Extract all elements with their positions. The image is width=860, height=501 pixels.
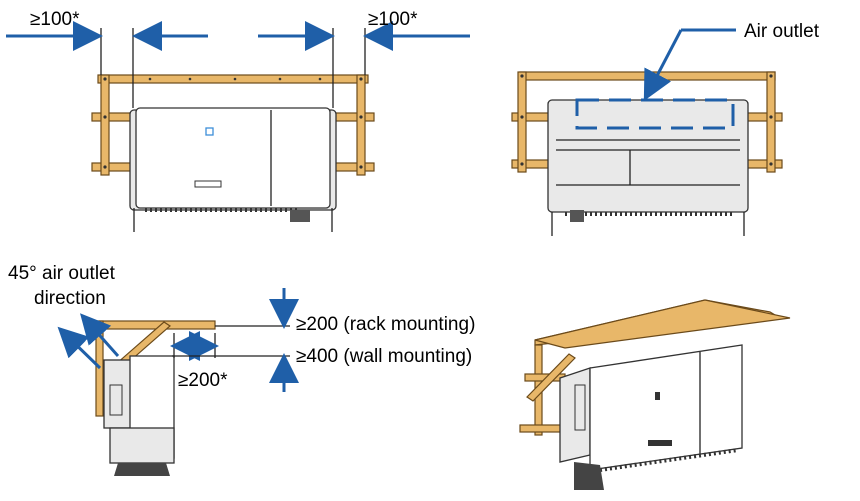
- front-inverter: [129, 107, 337, 232]
- isometric-view: [519, 299, 791, 490]
- brand-logo-plate: [194, 180, 222, 188]
- side-clearance-label: ≥200*: [178, 370, 228, 391]
- side-clearance-arrows: [57, 288, 299, 392]
- rack-mounting-label: ≥200 (rack mounting): [296, 314, 475, 335]
- wall-mounting-label: ≥400 (wall mounting): [296, 346, 472, 367]
- brand-logo-plate: [648, 440, 672, 446]
- air-outlet-label: Air outlet: [744, 21, 820, 42]
- right-clearance-label: ≥100*: [368, 9, 418, 30]
- outlet-direction-line2: direction: [34, 288, 106, 309]
- status-led-icon: [205, 127, 214, 136]
- back-inverter: [547, 99, 749, 236]
- side-view: 45° air outlet direction ≥200 (rack moun…: [8, 263, 475, 476]
- front-view: ≥100* ≥100*: [6, 9, 470, 232]
- back-view: Air outlet: [511, 21, 820, 236]
- status-led-icon: [655, 392, 660, 400]
- iso-inverter: [559, 344, 743, 490]
- outlet-direction-line1: 45° air outlet: [8, 263, 116, 284]
- side-inverter: [103, 355, 175, 476]
- left-clearance-label: ≥100*: [30, 9, 80, 30]
- front-clearance-arrows: [6, 21, 470, 108]
